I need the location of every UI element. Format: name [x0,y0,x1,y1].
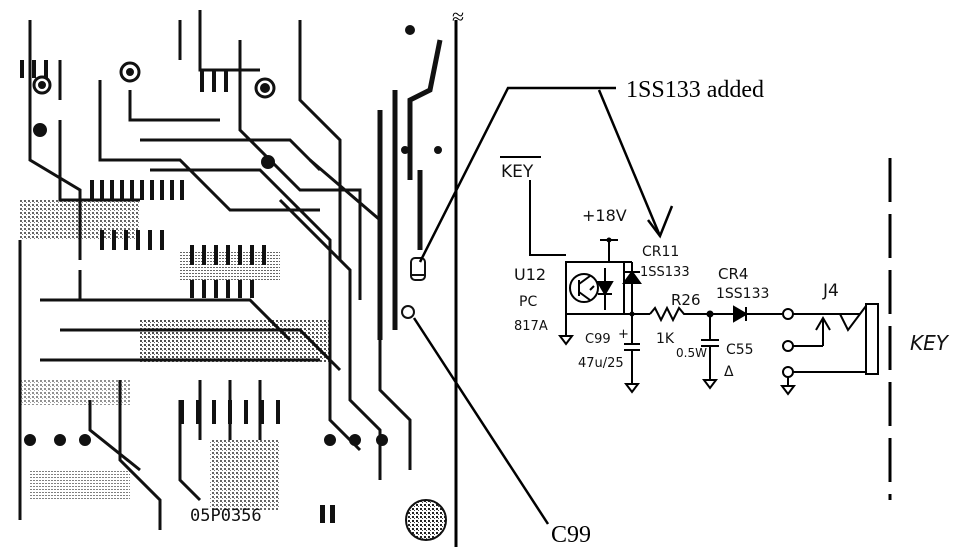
schematic: KEY +18V U12 PC 817A [500,156,950,500]
label-c99: C99 [585,332,611,347]
r26-resistor [649,305,710,323]
label-supply: +18V [582,206,627,225]
u12-optocoupler [565,261,625,315]
pcb-photo: ≈ 05P0356 [0,0,464,547]
label-r26-value: 1K [656,331,675,347]
label-key-connector: KEY [910,331,950,355]
label-j4: J4 [822,281,839,301]
label-c55: C55 [726,342,754,358]
label-r26: R26 [671,291,701,309]
cr4-diode [710,305,782,323]
label-cr11-part: 1SS133 [640,265,690,280]
callout-1ss133-added: 1SS133 added [626,77,764,103]
j4-jack [780,303,879,396]
label-key-bar: KEY [501,162,534,182]
label-c55-mark: Δ [724,364,734,380]
svg-text:+: + [618,327,629,342]
cr11-diode [609,261,642,314]
label-cr11: CR11 [642,244,679,260]
board-number: 05P0356 [190,506,262,526]
callout-c99: C99 [551,522,591,547]
c99-capacitor [624,314,640,394]
label-r26-rating: 0.5W [676,346,707,360]
label-u12-type-1: PC [519,294,537,310]
pcb-added-diode [410,257,426,281]
label-c99-value: 47u/25 [578,356,624,371]
label-u12: U12 [514,265,546,284]
label-u12-type-2: 817A [514,319,548,334]
board-logo-mark [405,499,447,541]
callout-lines [412,86,674,525]
label-cr4: CR4 [718,265,748,283]
label-cr4-part: 1SS133 [716,286,769,302]
break-symbol: ≈ [452,4,464,29]
